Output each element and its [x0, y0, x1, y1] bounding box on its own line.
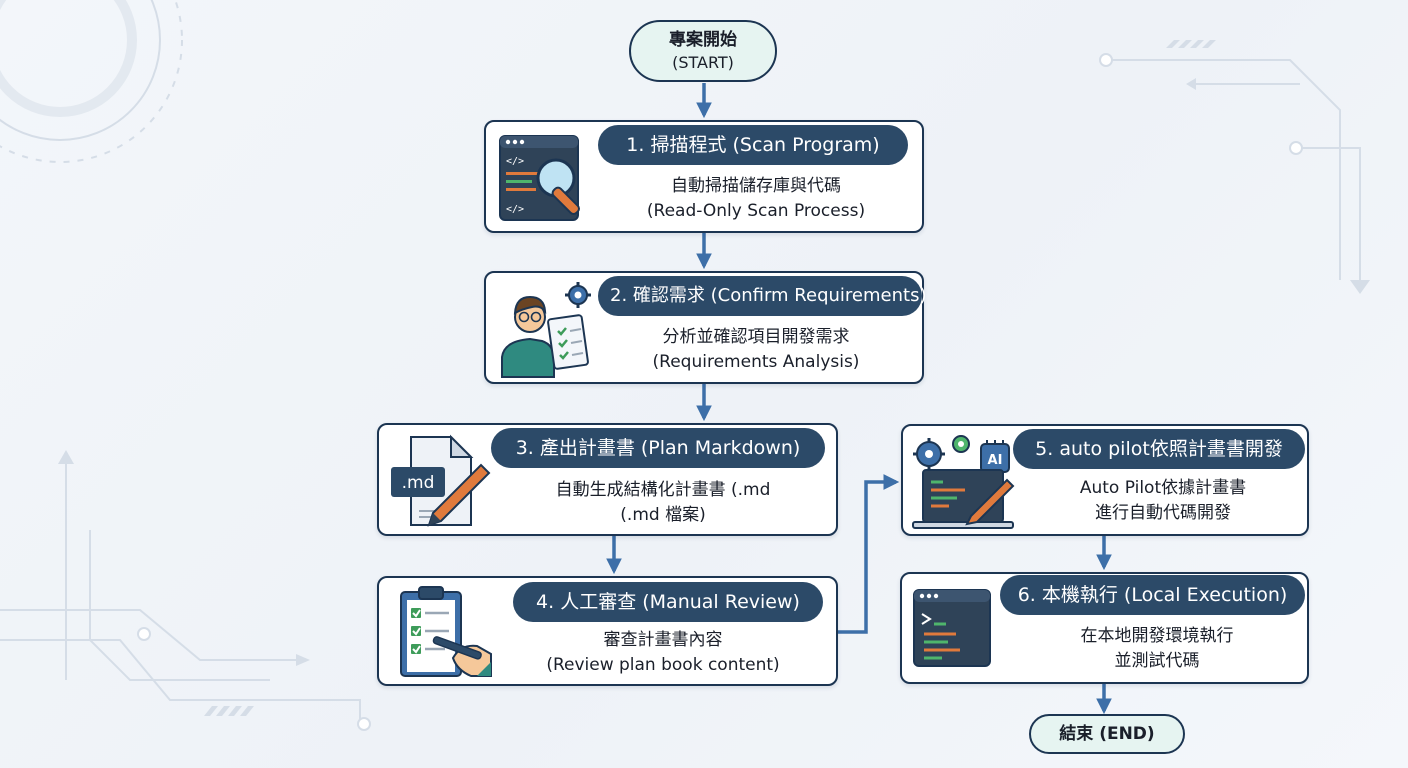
step-5-description: Auto Pilot依據計畫書 進行自動代碼開發 [1023, 476, 1303, 526]
step-6-desc-line1: 在本地開發環境執行 [1080, 626, 1234, 646]
step-6-desc-line2: 並測試代碼 [1114, 651, 1200, 671]
step-2-desc-line1: 分析並確認項目開發需求 [662, 327, 850, 347]
code-scan-magnifier-icon: </> </> [499, 135, 580, 221]
step-6-local-execution: 6. 本機執行 (Local Execution) 在本地開發環境執行 並測試代… [900, 572, 1309, 684]
markdown-file-label: .md [402, 473, 435, 493]
step-4-manual-review: 4. 人工審查 (Manual Review) 審查計畫書內容 (Review … [377, 576, 838, 686]
step-3-desc-line1: 自動生成結構化計畫書 (.md [555, 480, 771, 500]
step-1-title: 1. 掃描程式 (Scan Program) [598, 125, 908, 165]
ai-chip-label: AI [988, 453, 1003, 468]
step-5-auto-pilot-development: AI 5. auto pilot依照計畫書開發 Auto Pilot依據計畫書 … [901, 424, 1309, 536]
step-3-description: 自動生成結構化計畫書 (.md (.md 檔案) [503, 478, 823, 528]
step-5-desc-line2: 進行自動代碼開發 [1095, 503, 1231, 523]
developer-checklist-gear-icon [501, 282, 591, 378]
terminal-window-icon [913, 589, 991, 667]
start-node: 專案開始 (START) [629, 20, 777, 82]
step-4-description: 審查計畫書內容 (Review plan book content) [503, 628, 823, 678]
step-5-title: 5. auto pilot依照計畫書開發 [1013, 429, 1305, 469]
step-1-desc-line2: (Read-Only Scan Process) [646, 201, 866, 221]
step-4-desc-line2: (Review plan book content) [546, 655, 780, 675]
step-2-desc-line2: (Requirements Analysis) [652, 352, 860, 372]
ai-laptop-gears-icon: AI [912, 435, 1015, 529]
step-2-confirm-requirements: 2. 確認需求 (Confirm Requirements) 分析並確認項目開發… [484, 271, 926, 384]
step-4-title: 4. 人工審查 (Manual Review) [513, 582, 823, 622]
step-3-desc-line2: (.md 檔案) [620, 505, 706, 525]
step-3-plan-markdown: .md 3. 產出計畫書 (Plan Markdown) 自動生成結構化計畫書 … [377, 423, 838, 536]
step-6-description: 在本地開發環境執行 並測試代碼 [1012, 624, 1302, 674]
markdown-file-pen-icon: .md [391, 434, 491, 527]
step-3-title: 3. 產出計畫書 (Plan Markdown) [491, 428, 825, 468]
clipboard-checklist-pen-icon [400, 586, 492, 677]
step-4-desc-line1: 審查計畫書內容 [603, 630, 723, 650]
step-2-description: 分析並確認項目開發需求 (Requirements Analysis) [606, 325, 906, 375]
step-2-title: 2. 確認需求 (Confirm Requirements) [598, 276, 926, 316]
start-sublabel: (START) [672, 53, 734, 72]
svg-text:</>: </> [506, 156, 524, 167]
step-6-title: 6. 本機執行 (Local Execution) [1000, 575, 1305, 615]
step-1-desc-line1: 自動掃描儲存庫與代碼 [671, 176, 841, 196]
step-1-scan-program: </> </> 1. 掃描程式 (Scan Program) 自動掃描儲存庫與代… [484, 120, 924, 233]
step-1-description: 自動掃描儲存庫與代碼 (Read-Only Scan Process) [606, 174, 906, 224]
step-5-desc-line1: Auto Pilot依據計畫書 [1079, 478, 1247, 498]
start-label: 專案開始 [669, 30, 737, 50]
svg-text:</>: </> [506, 204, 524, 215]
end-node: 結束 (END) [1029, 714, 1185, 754]
